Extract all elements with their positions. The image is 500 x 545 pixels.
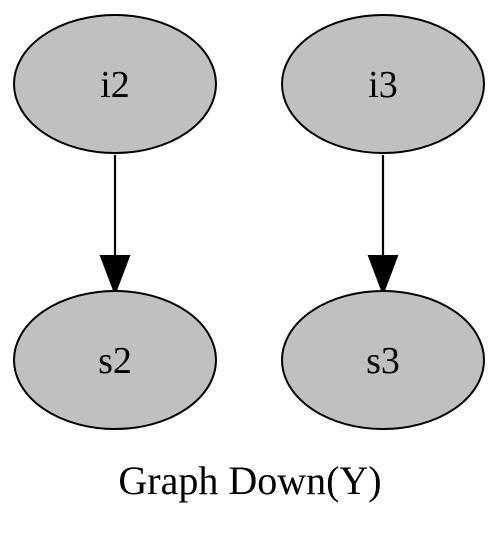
graph-caption: Graph Down(Y) (118, 458, 381, 503)
node-s2[interactable]: s2 (13, 290, 217, 430)
node-shape-s3 (281, 290, 485, 430)
node-s3[interactable]: s3 (281, 290, 485, 430)
arrowhead-i3-s3 (367, 255, 399, 296)
node-shape-i3 (281, 14, 485, 154)
arrowhead-i2-s2 (99, 255, 131, 296)
edge-i2-s2 (99, 155, 131, 296)
node-shape-i2 (13, 14, 217, 154)
node-i2[interactable]: i2 (13, 14, 217, 154)
node-i3[interactable]: i3 (281, 14, 485, 154)
node-label-i3: i3 (368, 64, 398, 106)
node-label-s3: s3 (366, 340, 400, 382)
node-label-s2: s2 (98, 340, 132, 382)
node-shape-s2 (13, 290, 217, 430)
node-label-i2: i2 (100, 64, 130, 106)
edge-i3-s3 (367, 155, 399, 296)
